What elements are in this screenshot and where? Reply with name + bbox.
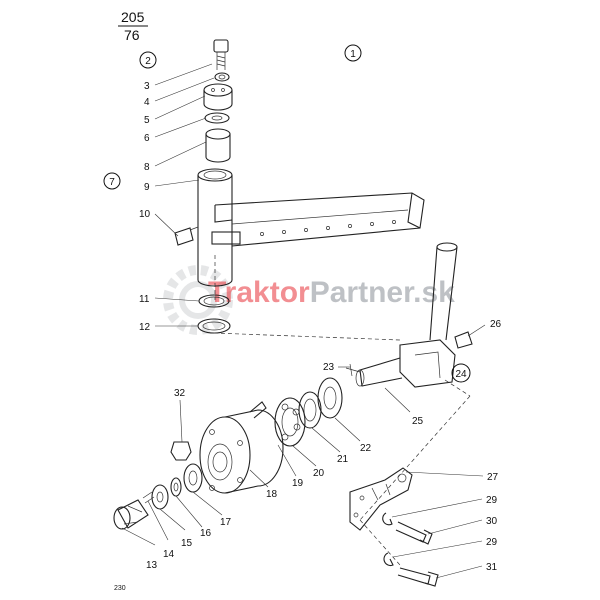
part-split-pin-14 (142, 491, 155, 504)
label-32: 32 (174, 388, 186, 399)
leader-lines (121, 63, 486, 579)
label-23: 23 (323, 362, 335, 373)
label-3: 3 (144, 81, 150, 92)
svg-text:1: 1 (350, 49, 356, 60)
callout-circled-1: 1 (344, 44, 362, 62)
label-11: 11 (139, 294, 150, 305)
label-19: 19 (292, 478, 304, 489)
part-bushing-8 (205, 128, 231, 163)
label-26: 26 (490, 319, 502, 330)
svg-text:24: 24 (455, 369, 467, 380)
label-30: 30 (486, 516, 498, 527)
callout-circled-7: 7 (103, 172, 121, 190)
part-bolt-30 (395, 521, 433, 545)
part-bearing-17 (183, 463, 203, 493)
label-31: 31 (486, 562, 498, 573)
label-22: 22 (360, 443, 372, 454)
label-15: 15 (181, 538, 193, 549)
label-21: 21 (337, 454, 349, 465)
part-labels: 3 4 5 6 8 9 10 11 12 13 14 15 16 17 18 1… (139, 81, 502, 573)
part-castle-nut-15 (151, 484, 169, 510)
part-axle-beam-9 (197, 168, 425, 300)
label-20: 20 (313, 468, 325, 479)
part-seal-22 (317, 377, 343, 419)
callout-circled-2: 2 (139, 51, 157, 69)
label-5: 5 (144, 115, 150, 126)
part-washer-16 (170, 477, 182, 497)
callout-circled-24: 24 (451, 363, 471, 383)
label-25: 25 (412, 416, 424, 427)
part-cap-5 (203, 83, 233, 111)
part-steering-knuckle-24 (355, 242, 458, 388)
part-bolt-31 (397, 567, 439, 587)
part-ring-21 (298, 391, 322, 429)
watermark-part2: Partner (310, 276, 415, 309)
part-steering-arm-27 (349, 467, 413, 531)
part-washer-6 (204, 112, 230, 124)
svg-text:2: 2 (145, 56, 151, 67)
watermark-text: TraktorPartner.sk (208, 276, 455, 309)
label-14: 14 (163, 549, 175, 560)
label-27: 27 (487, 472, 499, 483)
part-wheel-hub-18 (199, 401, 284, 494)
label-12: 12 (139, 322, 151, 333)
label-9: 9 (144, 182, 150, 193)
label-29b: 29 (486, 537, 498, 548)
part-grease-nipple-10 (174, 226, 199, 246)
label-6: 6 (144, 133, 150, 144)
part-nut-4 (214, 72, 230, 82)
label-17: 17 (220, 517, 232, 528)
part-washer-29a (382, 512, 393, 526)
part-nipple-26 (454, 331, 473, 349)
label-8: 8 (144, 162, 150, 173)
header-bottom: 76 (124, 27, 140, 43)
label-13: 13 (146, 560, 158, 571)
part-bolt-3 (213, 39, 229, 70)
page-number: 230 (114, 585, 126, 592)
label-4: 4 (144, 97, 150, 108)
part-bearing-20 (274, 397, 306, 447)
part-washer-29b (383, 552, 394, 567)
label-18: 18 (266, 489, 278, 500)
part-wheel-nut-32 (170, 441, 192, 461)
label-29a: 29 (486, 495, 498, 506)
label-16: 16 (200, 528, 212, 539)
part-cotter-pin-23 (345, 363, 361, 377)
part-hub-cap-13 (113, 499, 149, 530)
header-top: 205 (121, 9, 145, 25)
watermark-part1: Traktor (208, 276, 310, 309)
svg-text:7: 7 (109, 177, 115, 188)
label-10: 10 (139, 209, 151, 220)
